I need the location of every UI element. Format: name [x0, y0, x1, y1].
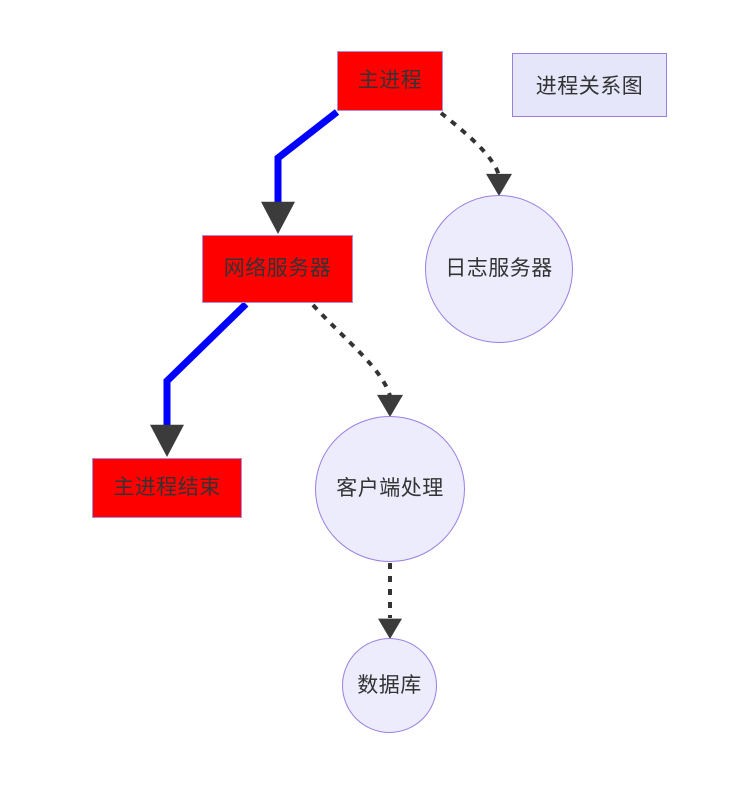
node-network-server[interactable]: 网络服务器 [202, 235, 353, 303]
node-label-database: 数据库 [357, 672, 422, 697]
legend-label: 进程关系图 [535, 74, 644, 98]
node-label-main-process: 主进程 [357, 68, 423, 93]
edge-network-to-client [311, 303, 392, 397]
edge-main-to-log [439, 111, 501, 177]
node-client-handler[interactable]: 客户端处理 [315, 416, 465, 562]
node-main-process-end[interactable]: 主进程结束 [92, 458, 242, 518]
node-database[interactable]: 数据库 [342, 638, 437, 733]
arrow-database [378, 618, 402, 639]
edge-main-to-network [274, 109, 340, 214]
node-label-client-handler: 客户端处理 [336, 476, 444, 501]
node-log-server[interactable]: 日志服务器 [425, 195, 573, 343]
arrow-network-server [261, 201, 295, 234]
arrow-client-handler [377, 394, 403, 417]
arrow-main-process-end [150, 424, 184, 457]
node-label-network-server: 网络服务器 [223, 256, 332, 281]
node-label-log-server: 日志服务器 [445, 256, 553, 281]
arrow-log-server [486, 173, 512, 196]
node-label-main-process-end: 主进程结束 [113, 475, 221, 500]
edge-network-to-end [163, 301, 249, 437]
legend-box: 进程关系图 [512, 53, 667, 117]
node-main-process[interactable]: 主进程 [337, 51, 443, 111]
